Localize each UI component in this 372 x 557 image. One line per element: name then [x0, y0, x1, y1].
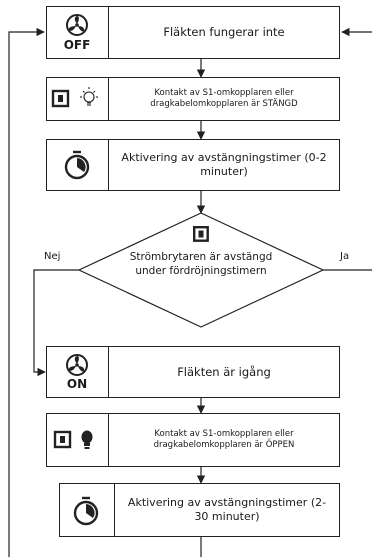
lightbulb-off-icon [81, 430, 93, 449]
contact-closed-label: Kontakt av S1-omkopplaren eller dragkabe… [150, 88, 298, 109]
contact-open-label: Kontakt av S1-omkopplaren eller dragkabe… [153, 429, 295, 450]
fan-on-box: ON Fläkten är igång [46, 346, 340, 398]
timer-icon [73, 496, 99, 526]
contact-open-icon-cell [47, 414, 109, 466]
contact-closed-box: Kontakt av S1-omkopplaren eller dragkabe… [46, 77, 340, 121]
arrow-no-branch [33, 269, 79, 377]
arrow-loop-back [8, 27, 45, 557]
lightbulb-on-icon [80, 87, 98, 106]
fan-on-icon-cell: ON [47, 347, 109, 397]
switch-icon [53, 430, 72, 449]
switch-icon [193, 226, 209, 242]
fan-off-icon [66, 14, 88, 36]
branch-yes-label: Ja [340, 251, 350, 262]
fan-on-label: Fläkten är igång [177, 364, 271, 379]
timer-b-label: Aktivering av avstängningstimer (2-30 mi… [127, 496, 327, 523]
fan-off-label: Fläkten fungerar inte [163, 25, 285, 40]
decision-diamond [77, 212, 325, 328]
contact-closed-icon-cell [47, 78, 109, 120]
timer-b-icon-cell [60, 484, 115, 536]
fan-off-badge: OFF [63, 38, 91, 52]
timer-b-box: Aktivering av avstängningstimer (2-30 mi… [59, 483, 340, 537]
timer-a-icon-cell [47, 140, 109, 190]
fan-off-icon-cell: OFF [47, 7, 109, 58]
timer-icon [64, 150, 90, 180]
contact-open-box: Kontakt av S1-omkopplaren eller dragkabe… [46, 413, 340, 467]
timer-a-box: Aktivering av avstängningstimer (0-2 min… [46, 139, 340, 191]
fan-off-box: OFF Fläkten fungerar inte [46, 6, 340, 59]
fan-on-icon [66, 354, 88, 376]
fan-on-badge: ON [66, 377, 88, 391]
timer-a-label: Aktivering av avstängningstimer (0-2 min… [121, 151, 327, 178]
decision-label: Strömbrytaren är avstängd under fördröjn… [129, 251, 273, 277]
switch-icon [51, 89, 70, 108]
branch-no-label: Nej [44, 251, 61, 262]
